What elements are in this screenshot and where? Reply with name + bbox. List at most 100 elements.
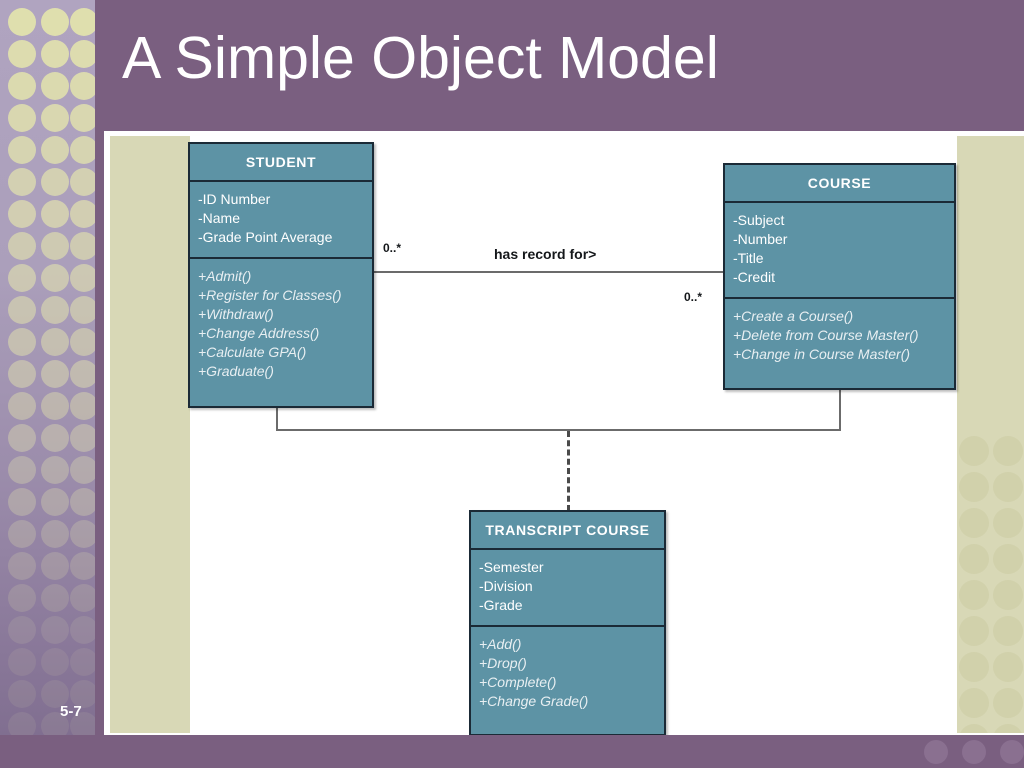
- uml-divider: [471, 548, 664, 550]
- uml-attribute-list: -ID Number -Name -Grade Point Average: [190, 182, 372, 257]
- sidebar-dot-icon: [8, 552, 36, 580]
- right-band-dot-icon: [959, 472, 989, 502]
- sidebar-dot-icon: [8, 72, 36, 100]
- uml-divider: [190, 257, 372, 259]
- page-title: A Simple Object Model: [122, 25, 719, 91]
- sidebar-dot-icon: [70, 264, 98, 292]
- uml-attribute: -Grade Point Average: [198, 229, 333, 245]
- footer-dot-icon: [1000, 740, 1024, 764]
- sidebar-dot-pattern: [0, 0, 102, 768]
- sidebar-dot-icon: [41, 232, 69, 260]
- sidebar-dot-icon: [70, 552, 98, 580]
- uml-attribute-list: -Semester -Division -Grade: [471, 550, 664, 625]
- sidebar-dot-icon: [8, 136, 36, 164]
- sidebar-dot-icon: [70, 360, 98, 388]
- sidebar-dot-icon: [8, 424, 36, 452]
- title-bar: A Simple Object Model: [104, 0, 1024, 131]
- sidebar-dot-icon: [41, 392, 69, 420]
- sidebar-dot-icon: [70, 520, 98, 548]
- right-band-dot-icon: [993, 724, 1023, 733]
- uml-operation: +Change Grade(): [479, 693, 589, 709]
- uml-class-transcript-course[interactable]: TRANSCRIPT COURSE -Semester -Division -G…: [469, 510, 666, 736]
- uml-class-name: TRANSCRIPT COURSE: [485, 522, 650, 538]
- uml-class-student[interactable]: STUDENT -ID Number -Name -Grade Point Av…: [188, 142, 374, 408]
- uml-divider: [725, 201, 954, 203]
- sidebar-dot-icon: [70, 328, 98, 356]
- sidebar-dot-icon: [8, 488, 36, 516]
- sidebar-dot-icon: [8, 328, 36, 356]
- uml-class-course[interactable]: COURSE -Subject -Number -Title -Credit +…: [723, 163, 956, 390]
- sidebar-dot-icon: [41, 200, 69, 228]
- right-band-dot-icon: [959, 724, 989, 733]
- uml-class-name: STUDENT: [245, 154, 317, 170]
- uml-attribute: -Semester: [479, 559, 544, 575]
- sidebar-dot-icon: [41, 680, 69, 708]
- uml-operation: +Add(): [479, 636, 522, 652]
- footer-bar: [0, 735, 1024, 768]
- sidebar-dot-icon: [8, 264, 36, 292]
- left-decorative-sidebar: [0, 0, 102, 768]
- sidebar-dot-icon: [70, 40, 98, 68]
- connector-horizontal-join: [276, 429, 841, 431]
- sidebar-dot-icon: [70, 488, 98, 516]
- multiplicity-course-side: 0..*: [684, 290, 703, 304]
- connector-course-down: [839, 389, 841, 431]
- sidebar-dot-icon: [8, 168, 36, 196]
- uml-attribute-list: -Subject -Number -Title -Credit: [725, 203, 954, 297]
- sidebar-dot-icon: [41, 456, 69, 484]
- sidebar-dot-icon: [70, 168, 98, 196]
- uml-operation: +Admit(): [198, 268, 252, 284]
- sidebar-dot-icon: [70, 72, 98, 100]
- right-band-dot-icon: [993, 580, 1023, 610]
- sidebar-dot-icon: [41, 264, 69, 292]
- sidebar-dot-icon: [8, 616, 36, 644]
- uml-operation: +Calculate GPA(): [198, 344, 307, 360]
- right-band-dot-icon: [959, 508, 989, 538]
- uml-operation: +Graduate(): [198, 363, 274, 379]
- sidebar-dot-icon: [8, 456, 36, 484]
- sidebar-dot-icon: [41, 360, 69, 388]
- sidebar-dot-icon: [41, 552, 69, 580]
- sidebar-dot-icon: [70, 8, 98, 36]
- association-label: has record for>: [494, 246, 597, 262]
- uml-class-name: COURSE: [807, 175, 872, 191]
- uml-attribute: -Title: [733, 250, 764, 266]
- uml-divider: [471, 625, 664, 627]
- uml-attribute: -Subject: [733, 212, 785, 228]
- sidebar-dot-icon: [8, 232, 36, 260]
- left-beige-band: [110, 136, 190, 733]
- sidebar-dot-icon: [70, 648, 98, 676]
- sidebar-dot-icon: [8, 520, 36, 548]
- sidebar-dot-icon: [41, 168, 69, 196]
- footer-dot-icon: [924, 740, 948, 764]
- sidebar-dot-icon: [41, 584, 69, 612]
- uml-attribute: -Credit: [733, 269, 776, 285]
- association-class-dashed-link: [567, 431, 570, 511]
- right-band-dot-icon: [993, 508, 1023, 538]
- connector-student-down: [276, 407, 278, 431]
- sidebar-right-strip: [95, 0, 104, 768]
- sidebar-dot-icon: [70, 616, 98, 644]
- sidebar-dot-icon: [41, 616, 69, 644]
- sidebar-dot-icon: [41, 296, 69, 324]
- uml-divider: [725, 297, 954, 299]
- sidebar-dot-icon: [41, 328, 69, 356]
- sidebar-dot-icon: [70, 456, 98, 484]
- uml-attribute: -Grade: [479, 597, 523, 613]
- sidebar-dot-icon: [41, 488, 69, 516]
- sidebar-dot-icon: [70, 584, 98, 612]
- sidebar-dot-icon: [41, 72, 69, 100]
- sidebar-dot-icon: [70, 296, 98, 324]
- sidebar-dot-icon: [8, 296, 36, 324]
- uml-operation-list: +Admit() +Register for Classes() +Withdr…: [190, 259, 372, 391]
- sidebar-dot-icon: [8, 584, 36, 612]
- uml-operation: +Register for Classes(): [198, 287, 342, 303]
- uml-operation-list: +Create a Course() +Delete from Course M…: [725, 299, 954, 374]
- sidebar-dot-icon: [8, 680, 36, 708]
- sidebar-dot-icon: [8, 8, 36, 36]
- sidebar-dot-icon: [70, 136, 98, 164]
- uml-operation: +Complete(): [479, 674, 557, 690]
- sidebar-dot-icon: [8, 200, 36, 228]
- uml-operation-list: +Add() +Drop() +Complete() +Change Grade…: [471, 627, 664, 721]
- uml-attribute: -Division: [479, 578, 533, 594]
